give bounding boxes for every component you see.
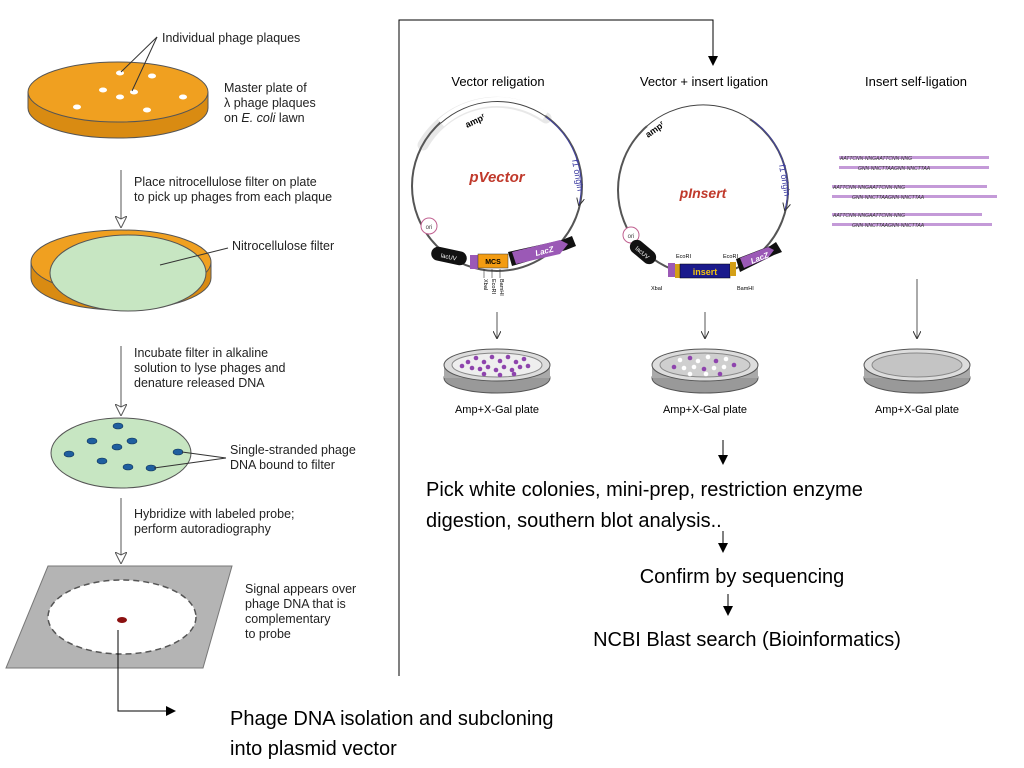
svg-text:AATTCNN·NNGAATTCNN·NNG: AATTCNN·NNGAATTCNN·NNG — [839, 156, 912, 162]
isolation-text: Phage DNA isolation and subcloning into … — [230, 708, 559, 760]
filter-pointer — [159, 247, 229, 266]
filter-label: Nitrocellulose filter — [232, 239, 334, 253]
autoradiograph-film — [5, 565, 233, 669]
plate-2-label: Amp+X-Gal plate — [663, 404, 747, 416]
isolation-arrow — [117, 630, 176, 716]
pinsert-name: pInsert — [679, 185, 728, 201]
ssdna-label: Single-stranded phage DNA bound to filte… — [230, 443, 359, 472]
signal-spot — [117, 617, 127, 623]
plaque-pointer-2 — [131, 36, 158, 92]
step2-text: Incubate filter in alkaline solution to … — [134, 346, 289, 390]
pvector-mcs-label: MCS — [485, 259, 501, 266]
plate-1-label: Amp+X-Gal plate — [455, 404, 539, 416]
plaque-pointer-1 — [120, 36, 158, 73]
nitrocellulose-filter — [49, 234, 207, 312]
pvector-plasmid: ampr f1 origin pVector ori lacUV MCS Lac… — [411, 96, 585, 296]
svg-text:GNN·NNCTTAAGNN·NNCTTAA: GNN·NNCTTAAGNN·NNCTTAA — [852, 223, 925, 229]
plate-3-label: Amp+X-Gal plate — [875, 404, 959, 416]
svg-text:AATTCNN·NNGAATTCNN·NNG: AATTCNN·NNGAATTCNN·NNG — [832, 213, 905, 219]
pinsert-ecori-right: EcoRI — [723, 254, 738, 260]
pvector-ori-label: ori — [426, 225, 433, 231]
col2-title: Vector + insert ligation — [640, 74, 768, 89]
dna-pointer-1 — [181, 451, 227, 459]
svg-text:GNN·NNCTTAAGNN·NNCTTAA: GNN·NNCTTAAGNN·NNCTTAA — [852, 195, 925, 201]
dna-pointer-2 — [153, 457, 227, 469]
pvector-f1-label: f1 origin — [570, 159, 585, 192]
master-plate-label-line3: on E. coli lawn — [224, 111, 305, 125]
svg-text:GNN·NNCTTAAGNN·NNCTTAA: GNN·NNCTTAAGNN·NNCTTAA — [858, 166, 931, 172]
ligation-panel: Vector religation Vector + insert ligati… — [411, 74, 997, 416]
blast-text: NCBI Blast search (Bioinformatics) — [593, 629, 901, 651]
master-plate — [27, 61, 209, 139]
pick-text: Pick white colonies, mini-prep, restrict… — [426, 479, 868, 532]
master-plate-label: Master plate of λ phage plaques on E. co… — [224, 81, 319, 125]
step1-text: Place nitrocellulose filter on plate to … — [134, 175, 332, 204]
filter-with-dna — [50, 417, 192, 489]
plate-1-colonies — [459, 354, 531, 378]
pvector-site-3: BamHI — [498, 279, 504, 296]
col3-title: Insert self-ligation — [865, 74, 967, 89]
plate-2 — [651, 348, 759, 394]
pinsert-ori-label: ori — [628, 234, 635, 240]
pvector-sites: XbaI EcoRI BamHI — [482, 269, 504, 296]
pvector-site-1: XbaI — [482, 279, 488, 291]
pvector-amp-label: ampr — [464, 112, 488, 130]
pinsert-insert-label: insert — [693, 267, 718, 277]
step3-text: Hybridize with labeled probe; perform au… — [134, 507, 298, 536]
plate-2-colonies — [671, 354, 737, 377]
pinsert-plasmid: ampr f1 origin pInsert ori lacUV insert … — [617, 100, 792, 292]
insert-strands: AATTCNN·NNGAATTCNN·NNG GNN·NNCTTAAGNN·NN… — [832, 156, 997, 229]
plaque-screening-panel: Individual phage plaques Master plate of… — [5, 31, 360, 716]
pinsert-bamhi: BamHI — [737, 286, 754, 292]
confirm-text: Confirm by sequencing — [640, 566, 845, 588]
pinsert-ecori-left: EcoRI — [676, 254, 691, 260]
col1-title: Vector religation — [451, 74, 544, 89]
svg-text:AATTCNN·NNGAATTCNN·NNG: AATTCNN·NNGAATTCNN·NNG — [832, 185, 905, 191]
pinsert-f1-label: f1 origin — [777, 164, 792, 197]
dna-spots — [63, 422, 184, 472]
pvector-site-2: EcoRI — [490, 279, 496, 294]
pvector-lacuv-label: lacUV — [440, 253, 457, 262]
plate-3 — [863, 348, 971, 394]
plaque-dots — [73, 70, 187, 113]
filter-plate — [30, 229, 212, 312]
pinsert-xbai: XbaI — [651, 286, 663, 292]
signal-label: Signal appears over phage DNA that is co… — [245, 582, 360, 641]
bracket-line — [398, 19, 714, 676]
pvector-name: pVector — [468, 169, 525, 186]
plate-1 — [443, 348, 551, 394]
plaques-label: Individual phage plaques — [162, 31, 300, 45]
